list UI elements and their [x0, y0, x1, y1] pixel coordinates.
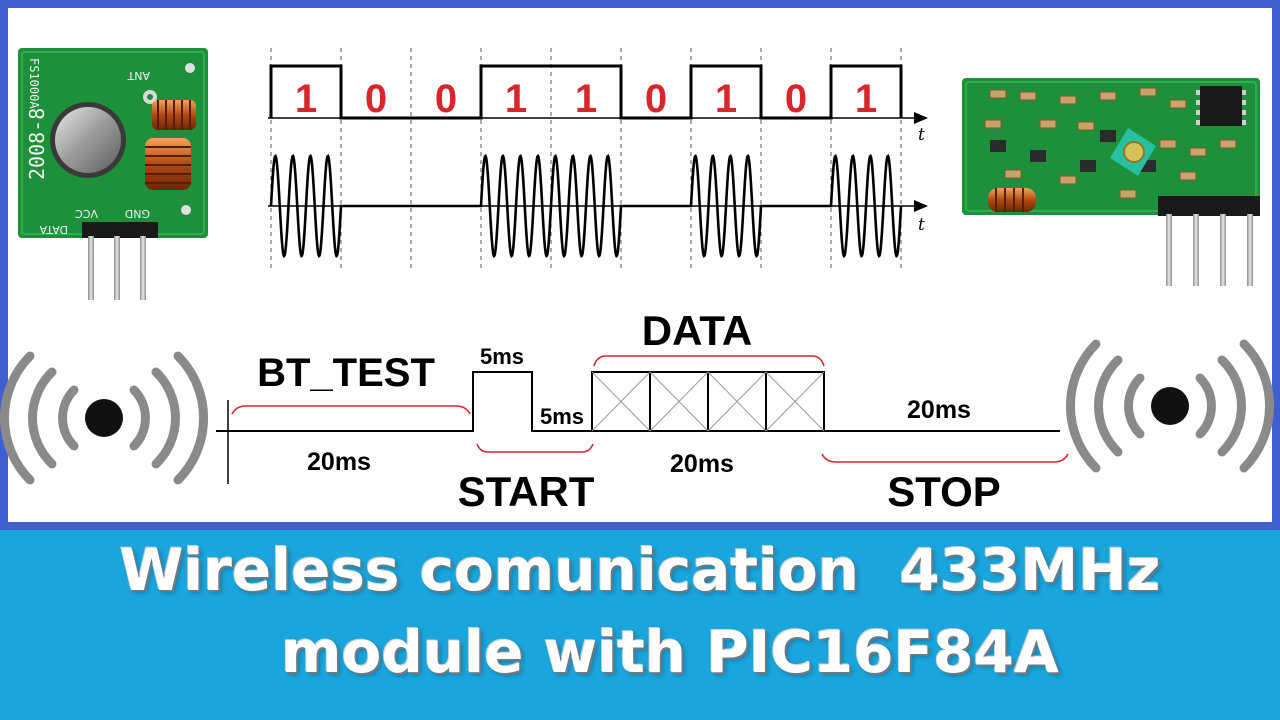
bt-test-brace [231, 405, 471, 415]
bit-label: 0 [365, 77, 387, 121]
rf-modulated-signal [269, 153, 903, 259]
data-pin-label: DATA [39, 223, 68, 236]
gnd-label: GND [125, 207, 150, 220]
bit-label: 0 [645, 77, 667, 121]
bit-label: 1 [295, 77, 317, 121]
start-high-duration: 5ms [480, 344, 524, 369]
start-label: START [458, 468, 595, 515]
rf-axis-t-label: t [918, 215, 925, 235]
stop-brace [821, 453, 1069, 463]
pin-header [82, 222, 158, 238]
banner-title-line-1: Wireless comunication 433MHz [119, 536, 1161, 604]
bt-test-label: BT_TEST [257, 351, 435, 395]
transmitter-module: FS1000A 2008-8 ANT VCC GND DATA [18, 48, 208, 300]
diagram-canvas: FS1000A 2008-8 ANT VCC GND DATA [0, 48, 1275, 515]
start-brace [476, 443, 594, 453]
vcc-label: VCC [75, 207, 98, 220]
digital-signal [269, 64, 903, 120]
pin-gnd [140, 236, 146, 300]
stop-label: STOP [887, 468, 1001, 515]
wireless-icon-right [1065, 339, 1275, 473]
data-bit-boxes [591, 371, 825, 432]
receiver-pin-4 [1247, 214, 1253, 286]
digital-axis-arrow [914, 112, 928, 124]
digital-axis-t-label: t [918, 125, 925, 145]
receiver-coil [988, 188, 1036, 212]
bit-label: 1 [855, 77, 877, 121]
receiver-pin-3 [1220, 214, 1226, 286]
data-label: DATA [642, 307, 752, 354]
data-brace [593, 355, 825, 367]
antenna-coil [152, 100, 196, 130]
receiver-pin-2 [1193, 214, 1199, 286]
bit-label: 1 [715, 77, 737, 121]
pin-data [88, 236, 94, 300]
date-marking: 2008-8 [25, 108, 49, 180]
chip-marking: FS1000A [27, 58, 41, 109]
stop-duration: 20ms [907, 396, 971, 424]
receiver-pcb [962, 78, 1260, 215]
inductor-coil [145, 138, 191, 190]
bit-labels: 1 0 0 1 1 0 1 0 1 [295, 77, 877, 121]
data-duration: 20ms [670, 450, 734, 478]
protocol-diagram: BT_TEST 20ms 5ms 5ms START DATA 20ms 20m… [216, 307, 1069, 515]
wireless-icon-left [0, 351, 209, 485]
pin-vcc [114, 236, 120, 300]
ant-label: ANT [127, 69, 150, 82]
bt-test-and-start-signal [216, 371, 592, 432]
bit-label: 1 [575, 77, 597, 121]
receiver-module [962, 78, 1260, 286]
waveform-panel: t 1 0 0 1 1 0 1 0 1 t [268, 48, 928, 268]
start-low-duration: 5ms [540, 404, 584, 429]
bit-label: 0 [435, 77, 457, 121]
bit-label: 0 [785, 77, 807, 121]
receiver-pin-header [1158, 196, 1260, 216]
bt-test-duration: 20ms [307, 448, 371, 476]
receiver-ic [1200, 86, 1242, 126]
banner-title-line-2: module with PIC16F84A [281, 618, 1059, 686]
bit-label: 1 [505, 77, 527, 121]
title-banner [0, 530, 1280, 720]
rf-axis-arrow [914, 200, 928, 212]
receiver-pin-1 [1166, 214, 1172, 286]
